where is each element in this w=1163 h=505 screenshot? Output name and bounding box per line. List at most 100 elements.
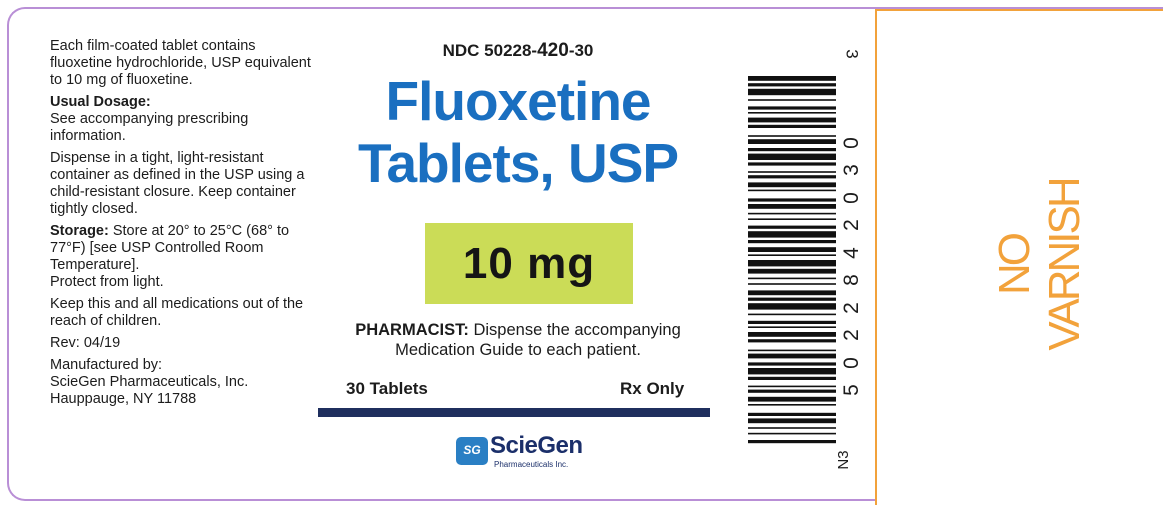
barcode-bar	[748, 412, 836, 416]
dosage-block: Usual Dosage: See accompanying prescribi…	[50, 94, 320, 145]
barcode-bar	[748, 139, 836, 144]
barcode-bar	[748, 396, 836, 402]
barcode-bar	[748, 362, 836, 366]
barcode-top-digit: 3	[842, 49, 862, 59]
barcode-digit: 0	[840, 191, 863, 204]
barcode-bar	[748, 106, 836, 110]
barcode-bar	[748, 198, 836, 202]
barcode-bar	[748, 212, 836, 215]
dosage-heading: Usual Dosage:	[50, 94, 151, 110]
logo-name: ScieGen	[490, 432, 583, 459]
barcode-bar	[748, 427, 836, 429]
title-line-1: Fluoxetine	[385, 70, 651, 132]
divider-bar	[318, 408, 710, 417]
barcode-bar	[748, 204, 836, 209]
barcode-bar	[748, 171, 836, 173]
barcode-digit: 4	[840, 246, 863, 259]
ndc-suffix: -30	[568, 41, 594, 60]
no-varnish-text: NO VARNISH	[990, 179, 1089, 351]
storage-text: Store at 20° to 25°C (68° to 77°F) [see …	[50, 223, 290, 273]
barcode-bar	[748, 231, 836, 238]
protect-text: Protect from light.	[50, 274, 164, 290]
product-title: Fluoxetine Tablets, USP	[318, 70, 718, 194]
storage-block: Storage: Store at 20° to 25°C (68° to 77…	[50, 223, 320, 274]
composition-text: Each film-coated tablet contains fluoxet…	[50, 38, 311, 88]
barcode-bar	[748, 290, 836, 296]
dosage-text: See accompanying prescribing information…	[50, 111, 249, 144]
logo-mark-text: SG	[463, 443, 481, 457]
ndc-product: 420	[537, 40, 569, 61]
barcode-bar	[748, 225, 836, 229]
pharmacist-heading: PHARMACIST:	[355, 321, 469, 339]
barcode-bar	[748, 76, 836, 81]
tablet-count: 30 Tablets	[346, 379, 428, 398]
strength-highlight: 10 mg	[425, 223, 633, 304]
sciegen-logo: SG ScieGen Pharmaceuticals Inc.	[456, 432, 616, 474]
ndc-prefix: NDC 50228-	[442, 41, 538, 60]
logo-mark-icon: SG	[456, 437, 488, 465]
barcode-digit: 2	[840, 329, 863, 341]
barcode-bar	[748, 353, 836, 359]
no-varnish-panel	[875, 11, 1163, 505]
barcode-bar	[748, 349, 836, 352]
barcode-bar	[748, 99, 836, 101]
logo-subtitle: Pharmaceuticals Inc.	[494, 460, 569, 469]
pharmacist-line-1: Dispense the accompanying	[468, 321, 681, 339]
barcode-digit: 3	[840, 164, 863, 176]
manufacturer-block: Manufactured by: ScieGen Pharmaceuticals…	[50, 357, 320, 408]
barcode-bar	[748, 418, 836, 424]
strength-text: 10 mg	[462, 238, 596, 288]
barcode-bar	[748, 268, 836, 274]
children-warning: Keep this and all medications out of the…	[50, 296, 304, 329]
barcode-bar	[748, 260, 836, 267]
barcode-bar	[748, 112, 836, 114]
barcode-bar	[748, 432, 836, 435]
barcode-bar	[748, 385, 836, 388]
barcode-bar	[748, 135, 836, 137]
dispense-text: Dispense in a tight, light-resistant con…	[50, 150, 305, 217]
barcode-bar	[748, 313, 836, 316]
barcode-bar	[748, 297, 836, 301]
manufactured-by-label: Manufactured by:	[50, 357, 163, 373]
pharmacist-line-2: Medication Guide to each patient.	[395, 341, 641, 359]
barcode-bar	[748, 376, 836, 380]
barcode-bar	[748, 189, 836, 192]
barcode-bar	[748, 182, 836, 188]
left-info-panel: Each film-coated tablet contains fluoxet…	[50, 38, 320, 413]
barcode-bar	[748, 88, 836, 96]
barcode-bar	[748, 153, 836, 160]
barcode-bar	[748, 148, 836, 152]
barcode-bar	[748, 303, 836, 310]
ndc-code: NDC 50228-420-30	[318, 40, 718, 62]
barcode-icon	[748, 76, 836, 444]
barcode-bar	[748, 218, 836, 220]
varnish-top-border	[875, 9, 1163, 11]
manufacturer-address: Hauppauge, NY 11788	[50, 391, 197, 407]
storage-heading: Storage:	[50, 223, 109, 239]
barcode-bar	[748, 240, 836, 244]
pharmacist-note: PHARMACIST: Dispense the accompanying Me…	[318, 320, 718, 360]
barcode-bar	[748, 339, 836, 343]
barcode-bar	[748, 277, 836, 280]
barcode-bar	[748, 368, 836, 375]
barcode-bar	[748, 326, 836, 328]
barcode-bar	[748, 332, 836, 337]
rx-only: Rx Only	[620, 379, 685, 398]
barcode-bar	[748, 117, 836, 123]
barcode-bar	[748, 440, 836, 444]
barcode-digit: 2	[840, 219, 863, 231]
barcode-digit: 0	[840, 356, 863, 369]
barcode-bar	[748, 404, 836, 406]
barcode-digit: 0	[840, 136, 863, 149]
barcode-bottom-digits: N3	[835, 450, 852, 470]
manufacturer-name: ScieGen Pharmaceuticals, Inc.	[50, 374, 249, 390]
barcode-bar	[748, 162, 836, 166]
barcode-bar	[748, 389, 836, 393]
barcode-bar	[748, 283, 836, 285]
title-line-2: Tablets, USP	[357, 132, 679, 194]
revision: Rev: 04/19	[50, 335, 121, 351]
barcode-bar	[748, 320, 836, 324]
barcode-digit: 5	[840, 384, 863, 396]
barcode-digit: 8	[840, 274, 863, 286]
